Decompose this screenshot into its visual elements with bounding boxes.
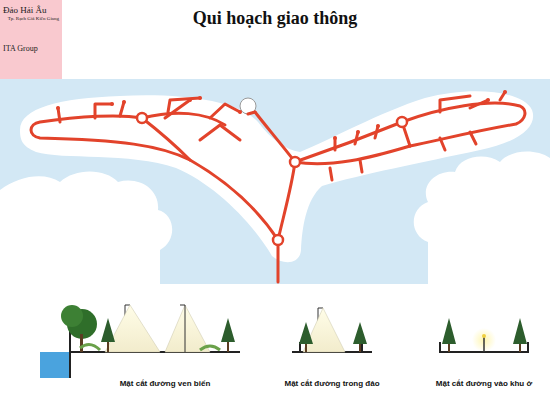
section-coastal — [40, 305, 240, 378]
road-network — [31, 92, 525, 282]
section-caption: Mặt cắt đường vào khu ở — [436, 379, 532, 388]
page-title: Qui hoạch giao thông — [0, 8, 550, 29]
section-caption: Mặt cắt đường trong đảo — [284, 379, 379, 388]
section-access — [440, 318, 528, 352]
section-caption: Mặt cắt đường ven biển — [120, 379, 211, 388]
place-name: Đảo Hải Âu — [0, 6, 62, 16]
company-name: ITA Group — [0, 45, 62, 54]
section-inner — [292, 308, 372, 352]
info-box: Đảo Hải ÂuTp. Rạch Giá Kiên GiangITA Gro… — [0, 0, 62, 79]
location-note: Tp. Rạch Giá Kiên Giang — [0, 16, 62, 22]
roundabout-islet — [240, 98, 256, 114]
road-ends — [56, 90, 507, 140]
sea-band — [0, 79, 550, 284]
roundabouts — [137, 113, 407, 245]
island-land — [20, 91, 533, 262]
